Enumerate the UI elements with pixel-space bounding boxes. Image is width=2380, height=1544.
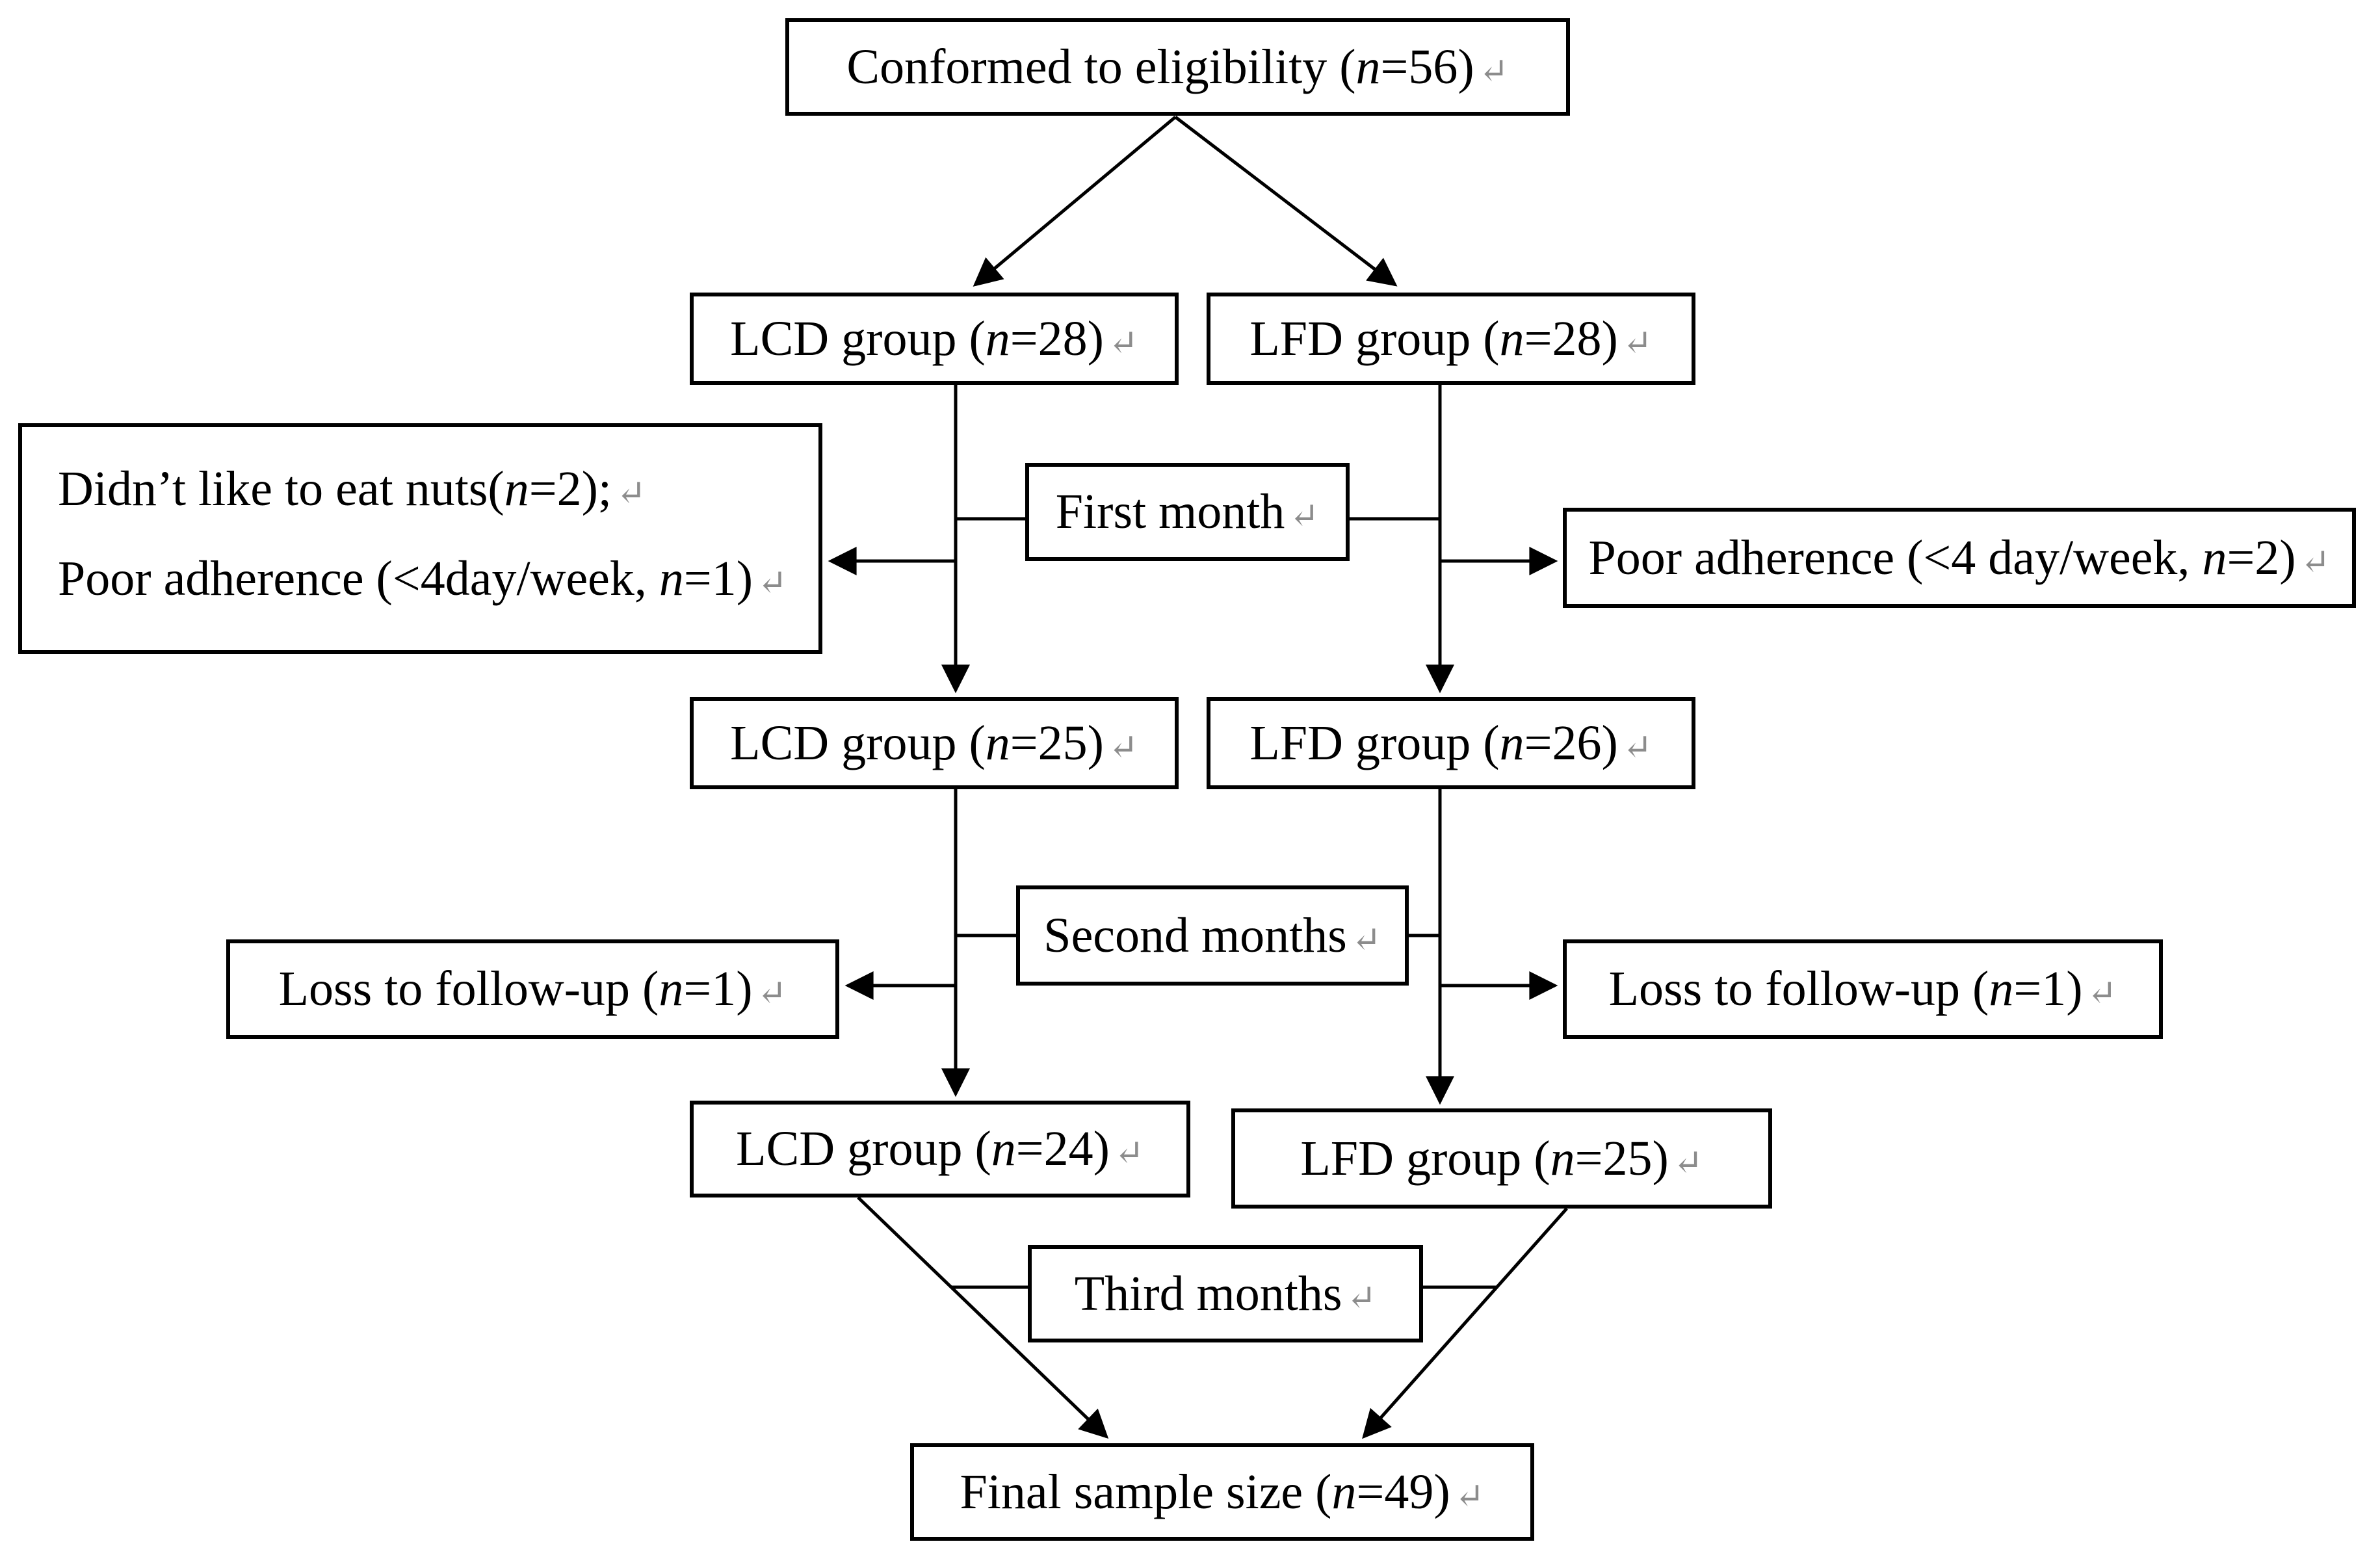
label-suffix: =56) [1380,39,1474,94]
return-mark: ↵ [757,563,787,603]
node-label: LCD group (n=28)↵ [730,311,1138,367]
return-mark: ↵ [1622,322,1653,363]
return-mark: ↵ [2087,973,2117,1013]
return-mark: ↵ [1346,1277,1377,1318]
label-suffix: =1) [683,551,753,607]
label-n-italic: n [1550,1131,1575,1186]
label-n-italic: n [2202,530,2227,585]
label-text: LFD group ( [1300,1131,1550,1186]
label-text: Final sample size ( [960,1464,1332,1519]
return-mark: ↵ [1289,496,1320,536]
label-n-italic: n [985,311,1010,366]
node-lfd-group-n26: LFD group (n=26)↵ [1207,697,1695,789]
label-n-italic: n [1989,962,2014,1016]
node-label: Second months↵ [1043,908,1381,964]
label-text: Didn’t like to eat nuts( [58,462,504,516]
node-label: Conformed to eligibility (n=56)↵ [846,39,1508,96]
return-mark: ↵ [1351,919,1381,960]
node-exclusion-first-month-lfd: Poor adherence (<4 day/week, n=2)↵ [1563,508,2356,608]
node-label: Final sample size (n=49)↵ [960,1464,1485,1521]
node-lcd-group-n24: LCD group (n=24)↵ [690,1101,1190,1197]
arrow-eligibility-to-lcd1 [973,116,1177,287]
node-label: Loss to follow-up (n=1)↵ [279,961,787,1017]
return-mark: ↵ [1478,51,1509,91]
label-text: LCD group ( [730,311,986,366]
label-text: LCD group ( [730,715,986,770]
label-text: Poor adherence (<4day/week, [58,551,659,607]
label-suffix: =1) [2013,962,2083,1016]
label-suffix: =24) [1015,1121,1110,1176]
return-mark: ↵ [1114,1133,1144,1173]
exclusion-line-2: Poor adherence (<4day/week, n=1)↵ [58,534,818,623]
node-stage-third-months: Third months↵ [1028,1245,1423,1342]
arrow-lfd3-to-final [1362,1207,1568,1439]
label-n-italic: n [1499,311,1524,366]
label-suffix: =28) [1524,311,1618,366]
node-lcd-group-n28: LCD group (n=28)↵ [690,293,1179,385]
node-final-sample-size: Final sample size (n=49)↵ [910,1443,1534,1541]
label-n-italic: n [1331,1464,1357,1519]
return-mark: ↵ [1454,1476,1485,1516]
label-n-italic: n [1355,39,1381,94]
label-text: LCD group ( [736,1121,991,1176]
arrow-lcd3-to-final [857,1196,1109,1439]
label-suffix: =26) [1524,715,1618,770]
label-text: Conformed to eligibility ( [846,39,1356,94]
node-label: LCD group (n=25)↵ [730,715,1138,772]
node-label: LFD group (n=25)↵ [1300,1131,1703,1187]
return-mark: ↵ [2300,542,2331,582]
arrow-eligibility-to-lfd1 [1174,116,1398,287]
node-label: LCD group (n=24)↵ [736,1121,1144,1177]
node-stage-first-month: First month↵ [1025,463,1350,561]
node-label: Loss to follow-up (n=1)↵ [1609,961,2117,1017]
return-mark: ↵ [1108,727,1138,767]
label-n-italic: n [985,715,1010,770]
label-suffix: =2) [2227,530,2296,585]
label-text: Second months [1043,908,1347,963]
label-n-italic: n [659,962,684,1016]
node-lfd-group-n25: LFD group (n=25)↵ [1231,1108,1772,1209]
return-mark: ↵ [616,473,646,513]
label-suffix: =25) [1010,715,1104,770]
node-lcd-group-n25: LCD group (n=25)↵ [690,697,1179,789]
node-conformed-to-eligibility: Conformed to eligibility (n=56)↵ [785,18,1570,116]
label-suffix: =1) [683,962,753,1016]
label-text: Third months [1074,1266,1342,1321]
exclusion-line-1: Didn’t like to eat nuts(n=2);↵ [58,444,818,534]
node-loss-to-follow-up-lfd: Loss to follow-up (n=1)↵ [1563,939,2163,1039]
return-mark: ↵ [1673,1142,1703,1183]
node-label: Third months↵ [1075,1266,1377,1322]
return-mark: ↵ [1622,727,1653,767]
label-n-italic: n [659,551,684,607]
label-n-italic: n [991,1121,1016,1176]
return-mark: ↵ [1108,322,1138,363]
label-text: First month [1055,484,1285,539]
label-text: LFD group ( [1249,311,1500,366]
label-suffix: =49) [1356,1464,1450,1519]
node-loss-to-follow-up-lcd: Loss to follow-up (n=1)↵ [226,939,839,1039]
label-text: LFD group ( [1249,715,1500,770]
label-n-italic: n [504,462,529,516]
label-text: Poor adherence (<4 day/week, [1588,530,2203,585]
node-exclusion-first-month-lcd: Didn’t like to eat nuts(n=2);↵ Poor adhe… [18,423,822,654]
node-label: LFD group (n=26)↵ [1249,715,1652,772]
label-text: Loss to follow-up ( [1608,962,1989,1016]
label-suffix: =25) [1575,1131,1669,1186]
node-label: First month↵ [1056,484,1319,540]
node-lfd-group-n28: LFD group (n=28)↵ [1207,293,1695,385]
node-label: Poor adherence (<4 day/week, n=2)↵ [1589,530,2331,586]
label-suffix: =28) [1010,311,1104,366]
return-mark: ↵ [757,973,787,1013]
label-text: Loss to follow-up ( [278,962,659,1016]
node-label: LFD group (n=28)↵ [1249,311,1652,367]
node-stage-second-months: Second months↵ [1016,885,1409,986]
label-suffix: =2); [529,462,612,516]
label-n-italic: n [1499,715,1524,770]
